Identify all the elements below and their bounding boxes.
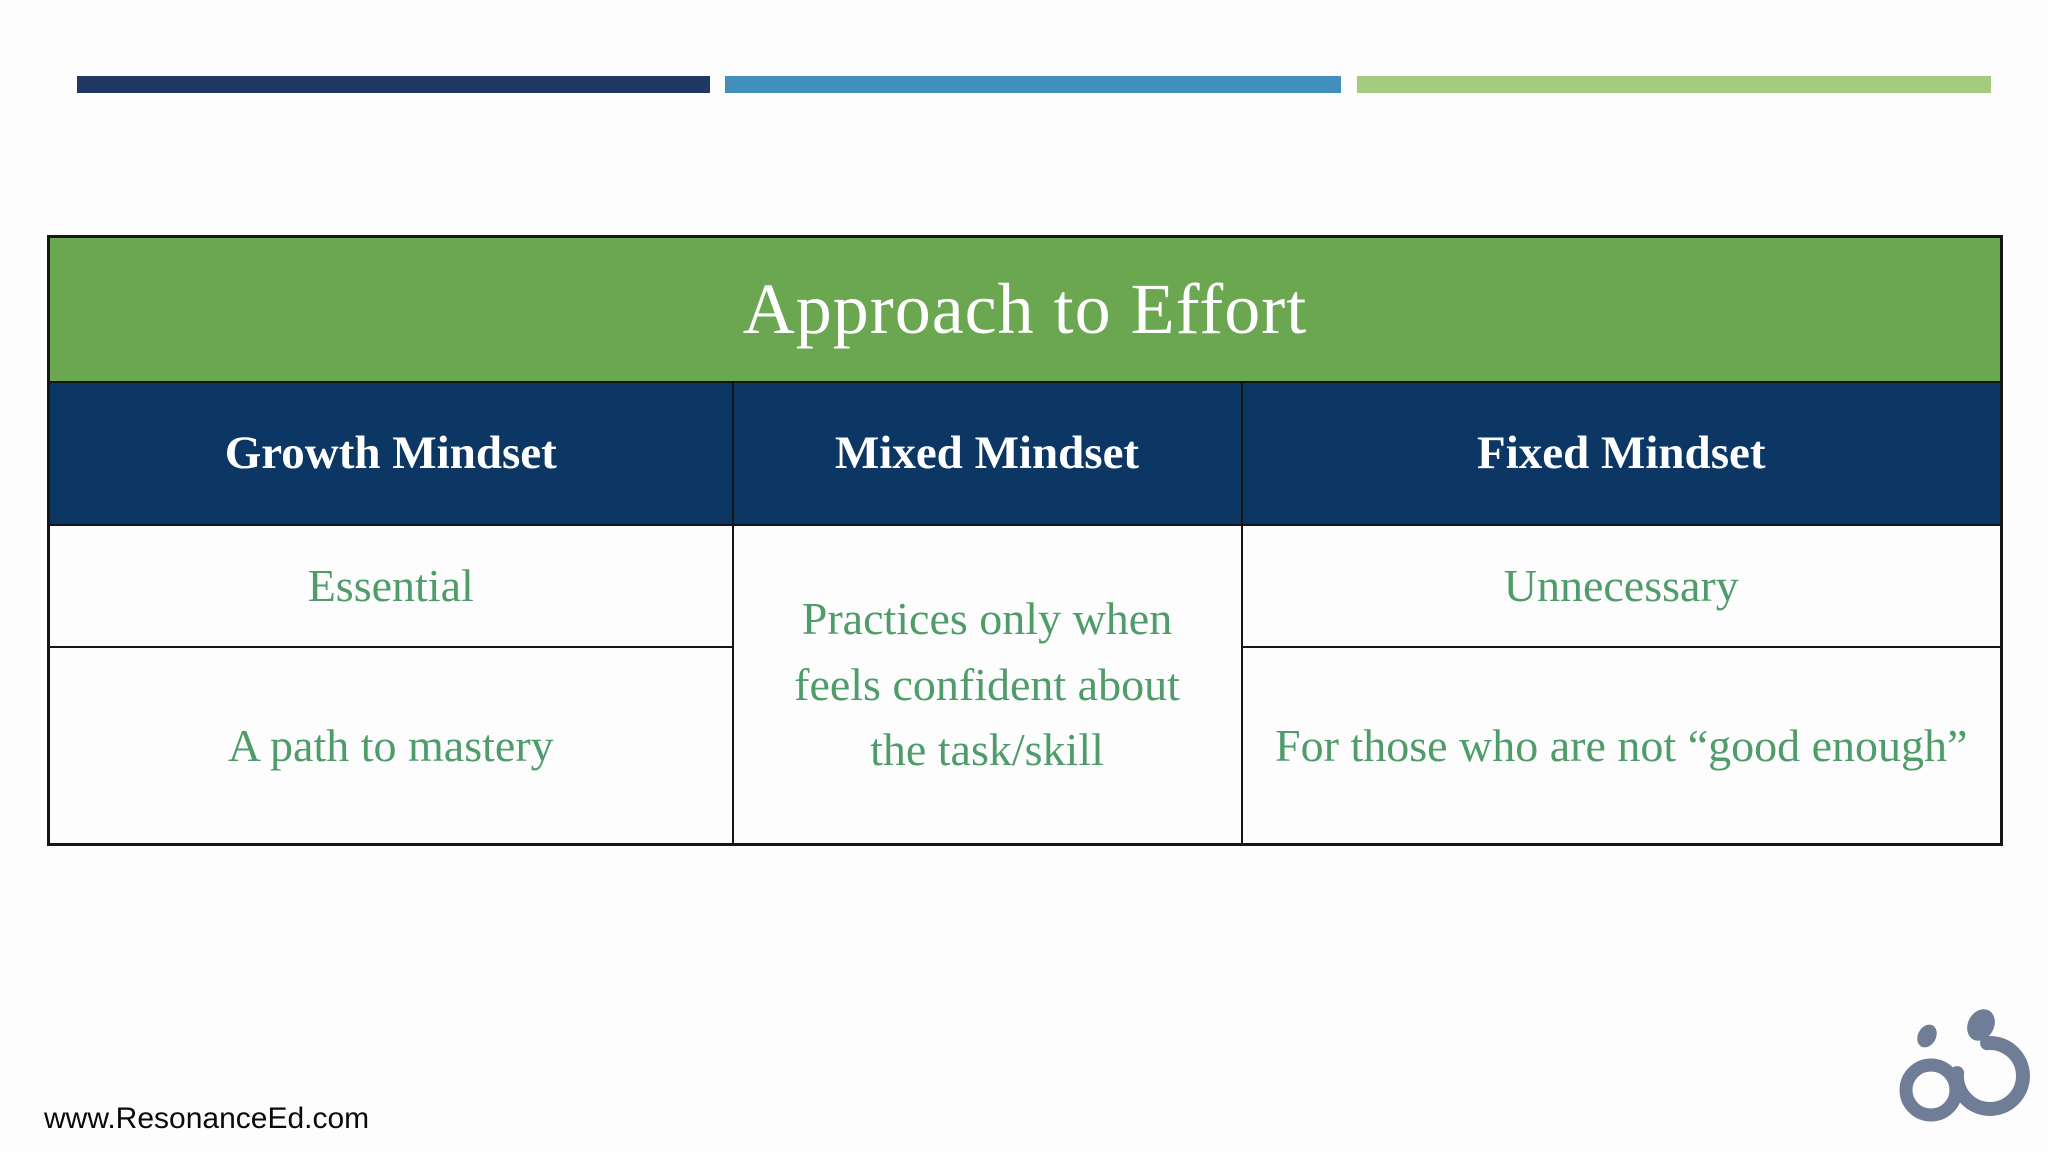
accent-bar-blue <box>725 76 1341 93</box>
cell-mixed-practices: Practices only when feels confident abou… <box>731 523 1243 846</box>
website-url: www.ResonanceEd.com <box>44 1102 370 1135</box>
cell-fixed-good-enough: For those who are not “good enough” <box>1240 645 2003 846</box>
cell-growth-mastery: A path to mastery <box>47 645 734 846</box>
table-title: Approach to Effort <box>47 235 2003 383</box>
column-header-mixed-mindset: Mixed Mindset <box>731 380 1243 526</box>
cell-growth-essential: Essential <box>47 523 734 648</box>
mindset-comparison-table: Approach to Effort Growth Mindset Mixed … <box>47 235 2003 846</box>
cell-fixed-unnecessary: Unnecessary <box>1240 523 2003 648</box>
resonance-ed-logo-icon <box>1899 1009 2030 1122</box>
accent-bar-green <box>1357 76 1991 93</box>
logo-large-dot <box>1967 1009 1995 1041</box>
column-header-growth-mindset: Growth Mindset <box>47 380 734 526</box>
accent-bar-navy <box>77 76 710 93</box>
logo-left-loop <box>1899 1058 1963 1122</box>
column-header-fixed-mindset: Fixed Mindset <box>1240 380 2003 526</box>
logo-small-dot <box>1917 1024 1937 1048</box>
logo-right-loop <box>1950 1036 2030 1116</box>
